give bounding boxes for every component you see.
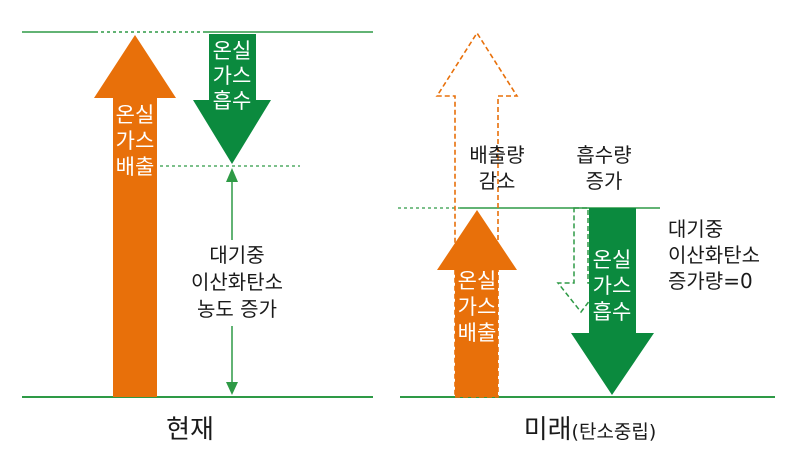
present-increase-label-3: 농도 증가: [197, 297, 277, 321]
future-emission-arrow: [437, 210, 517, 397]
future-emission-label-2: 가스: [458, 295, 497, 319]
future-zero-label-1: 대기중: [668, 217, 723, 241]
future-caption: 미래(탄소중립): [524, 415, 657, 445]
future-caption-sub: (탄소중립): [572, 421, 657, 443]
present-absorption-label-3: 흡수: [213, 89, 252, 113]
future-absorption-label-1: 온실: [593, 248, 632, 272]
future-zero-label-2: 이산화탄소: [668, 243, 760, 267]
future-absorption-increase-label-1: 흡수량: [576, 143, 631, 167]
present-emission-label-1: 온실: [116, 103, 155, 127]
future-previous-emission-outline: [435, 31, 519, 398]
future-emission-label-3: 배출: [458, 321, 497, 345]
future-panel: 온실 가스 배출 온실 가스 흡수 배출량 감소 흡수량 증가 대기중 이산화탄…: [398, 31, 775, 445]
present-increase-arrow-head-top: [226, 168, 238, 182]
future-emission-reduction-label-2: 감소: [479, 169, 516, 193]
future-emission-reduction-label-1: 배출량: [469, 143, 524, 167]
present-absorption-arrow: [193, 34, 271, 164]
present-emission-label-3: 배출: [116, 155, 155, 179]
present-emission-label-2: 가스: [116, 129, 155, 153]
future-caption-main: 미래: [524, 415, 572, 445]
future-emission-label-1: 온실: [458, 269, 497, 293]
future-absorption-label-3: 흡수: [593, 300, 632, 324]
present-increase-label-2: 이산화탄소: [191, 270, 283, 294]
present-emission-arrow: [94, 35, 176, 397]
future-absorption-increase-label-2: 증가: [586, 169, 623, 193]
present-panel: 온실 가스 배출 온실 가스 흡수 대기중 이산화탄소 농도 증가 현재: [22, 31, 373, 445]
future-zero-label-3: 증가량=0: [668, 269, 753, 293]
present-increase-label-bg: [180, 240, 298, 326]
present-absorption-label-1: 온실: [213, 39, 252, 63]
future-absorption-label-2: 가스: [593, 274, 632, 298]
present-absorption-label-2: 가스: [213, 64, 252, 88]
present-caption: 현재: [166, 415, 214, 445]
future-absorption-arrow: [571, 208, 654, 395]
present-increase-label-1: 대기중: [209, 243, 264, 267]
present-increase-arrow-head-bottom: [226, 382, 238, 395]
